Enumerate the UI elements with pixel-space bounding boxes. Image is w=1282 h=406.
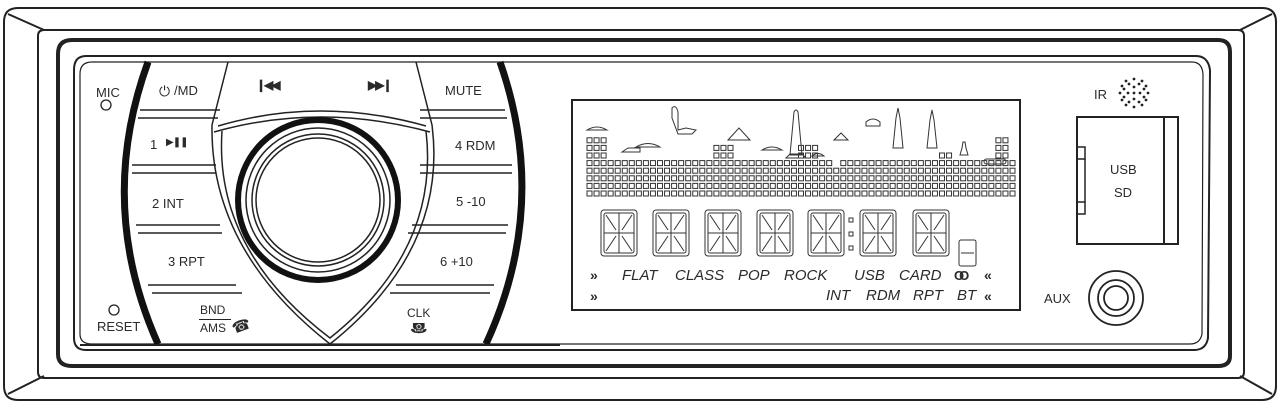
volume-knob[interactable] [246, 128, 390, 272]
src-usb: USB [854, 267, 885, 284]
next-track-button[interactable]: ▶▶❙ [344, 66, 424, 110]
eq-pop: POP [738, 267, 770, 284]
sd-label: SD [1114, 185, 1133, 200]
stereo-icon: OO [954, 268, 969, 283]
left-arrows-icon-2: » [590, 288, 598, 304]
preset-6-button[interactable]: 6 +10 [410, 238, 500, 282]
reset-label: RESET [97, 319, 141, 334]
ir-sensor-icon [1115, 74, 1153, 112]
usb-sd-slot[interactable]: USB SD [1077, 117, 1178, 244]
eq-flat: FLAT [622, 267, 658, 284]
eq-class: CLASS [675, 267, 725, 284]
skip-previous-icon: ❙◀◀ [256, 78, 280, 92]
phone-hangup-icon: ☎ [410, 320, 428, 336]
preset-4-button[interactable]: 4 RDM [420, 122, 508, 162]
preset-2-button[interactable]: 2 INT [134, 178, 214, 222]
aux-jack[interactable] [1089, 271, 1143, 325]
mode-rdm: RDM [866, 287, 901, 304]
preset-5-label: 5 -10 [456, 194, 486, 209]
clk-label: CLK [407, 306, 431, 320]
aux-label: AUX [1044, 291, 1071, 306]
bnd-ams-button[interactable]: BND AMS ☎ [160, 297, 253, 342]
reset-button[interactable] [106, 300, 122, 316]
play-pause-icon: ▶❚❚ [166, 137, 188, 148]
mic-label: MIC [96, 85, 120, 100]
skip-next-icon: ▶▶❙ [368, 78, 392, 92]
mode-bt: BT [957, 287, 977, 304]
preset-5-button[interactable]: 5 -10 [420, 178, 508, 222]
bnd-label: BND [200, 303, 226, 317]
mute-label: MUTE [445, 83, 482, 98]
mode-rpt: RPT [913, 287, 943, 304]
preset-1-label: 1 [150, 137, 158, 152]
preset-4-label: 4 RDM [455, 138, 496, 153]
ir-label: IR [1094, 87, 1107, 102]
preset-3-button[interactable]: 3 RPT [140, 238, 222, 282]
clk-button[interactable]: CLK ☎ [392, 297, 482, 342]
preset-6-label: 6 +10 [440, 254, 473, 269]
mute-button[interactable]: MUTE [420, 70, 500, 108]
prev-track-button[interactable]: ❙◀◀ [232, 66, 312, 110]
usb-label: USB [1110, 162, 1137, 177]
preset-3-label: 3 RPT [168, 254, 205, 269]
power-icon: ⏻ [159, 83, 171, 99]
right-arrows-icon-2: « [984, 288, 992, 304]
divider [199, 319, 231, 320]
left-arrows-icon: » [590, 267, 598, 283]
power-md-button[interactable]: ⏻ /MD [145, 70, 220, 108]
src-card: CARD [899, 267, 942, 284]
eq-rock: ROCK [784, 267, 828, 284]
preset-1-button[interactable]: 1 ▶❚❚ [136, 122, 216, 162]
mode-int: INT [826, 287, 851, 304]
ams-label: AMS [200, 321, 227, 335]
power-md-label: /MD [174, 83, 198, 98]
preset-2-label: 2 INT [152, 196, 184, 211]
right-arrows-icon: « [984, 267, 992, 283]
